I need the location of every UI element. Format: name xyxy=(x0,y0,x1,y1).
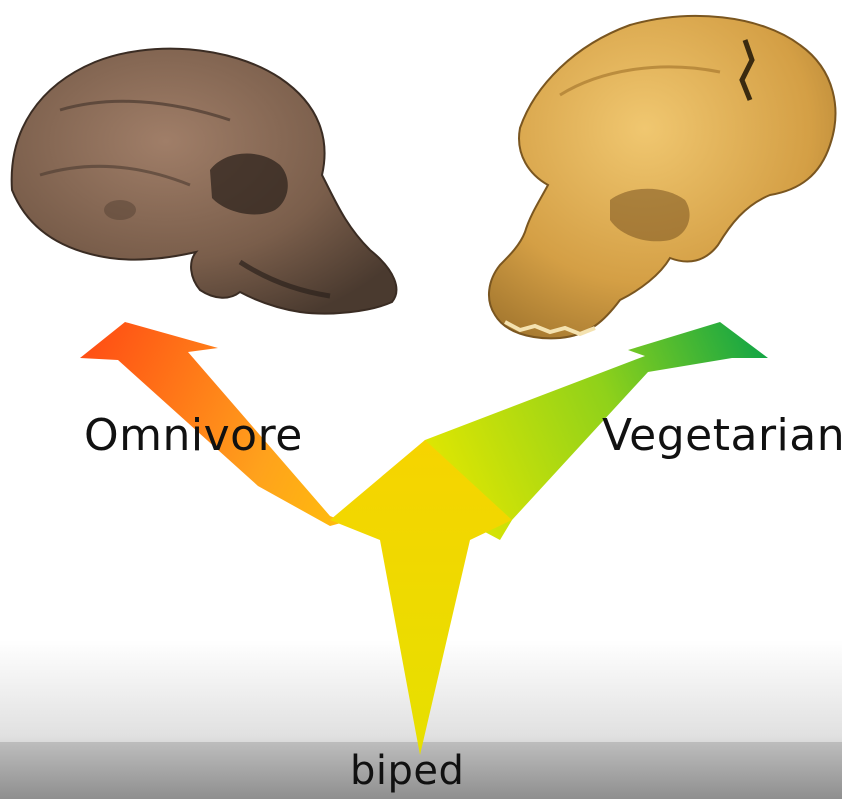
vegetarian-label: Vegetarian xyxy=(602,410,842,461)
omnivore-label: Omnivore xyxy=(84,410,303,461)
branching-arrow xyxy=(80,322,768,755)
skull-fossil-left xyxy=(12,49,397,314)
bipeds-label: biped xyxy=(350,748,464,794)
skull-fossil-right xyxy=(489,16,835,338)
